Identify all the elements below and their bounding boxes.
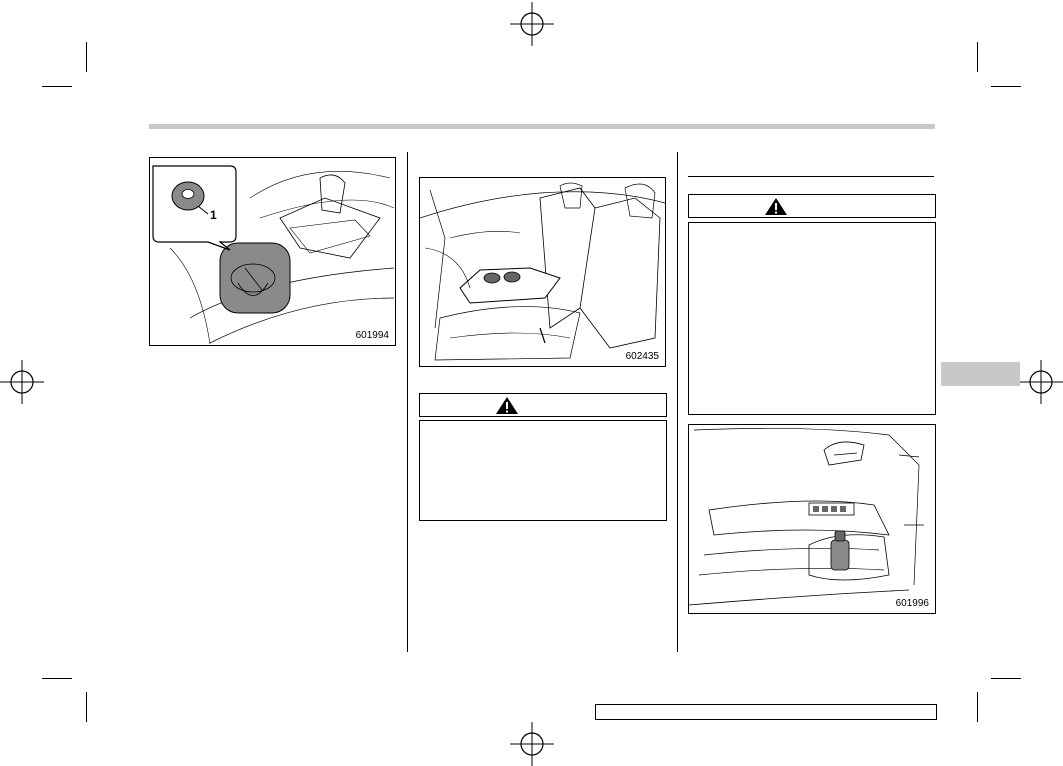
section-rule (688, 176, 934, 177)
crop-mark-top-right-v (977, 42, 978, 72)
column-divider-left (407, 152, 408, 652)
warning-triangle-icon (496, 397, 518, 414)
crop-mark-top-left-v (86, 42, 87, 72)
console-illustration (152, 165, 395, 345)
figure-id: 601994 (355, 330, 389, 341)
registration-mark-icon (510, 2, 554, 46)
chapter-thumb-tab (941, 362, 1020, 386)
page-footer-box (595, 704, 937, 720)
crop-mark-top-left-h (42, 86, 72, 87)
crop-mark-top-right-h (991, 86, 1021, 87)
crop-mark-bottom-left-v (86, 692, 87, 722)
crop-mark-bottom-right-h (991, 678, 1021, 679)
figure-id: 602435 (625, 351, 659, 362)
registration-mark-icon (1019, 360, 1063, 404)
page-header-bar (149, 124, 935, 129)
warning-header (688, 194, 936, 218)
registration-mark-icon (0, 360, 44, 404)
figure-id: 601996 (895, 598, 929, 609)
rear-seat-illustration (420, 182, 665, 361)
figure-door-pocket-bottle: 601996 (688, 424, 936, 614)
column-divider-right (677, 152, 678, 652)
figure-console-cup-holder: 1 601994 (149, 157, 396, 346)
figure-rear-armrest-cup-holder: 602435 (419, 177, 666, 367)
warning-body (688, 222, 936, 415)
callout-number: 1 (210, 208, 217, 222)
registration-mark-icon (510, 722, 554, 766)
warning-body (419, 420, 667, 521)
door-pocket-illustration (689, 427, 924, 606)
crop-mark-bottom-right-v (977, 692, 978, 722)
warning-triangle-icon (765, 198, 787, 215)
crop-mark-bottom-left-h (42, 678, 72, 679)
warning-header (419, 393, 667, 417)
